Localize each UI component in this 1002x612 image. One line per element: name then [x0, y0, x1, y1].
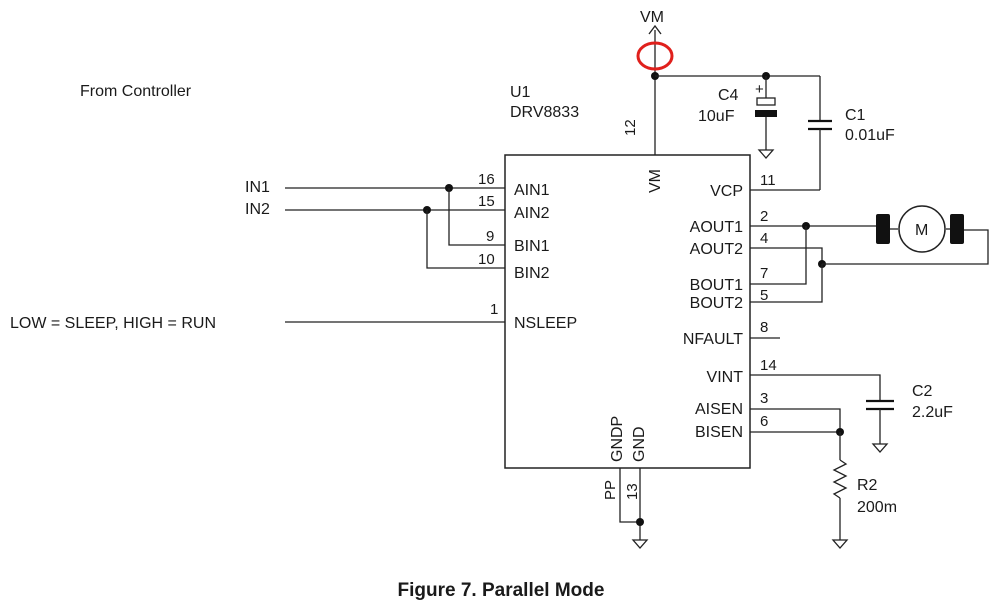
c2-ref: C2: [912, 383, 933, 400]
vint-wire: [750, 374, 881, 400]
r2-value: 200m: [857, 499, 897, 516]
pin-num-pp: PP: [602, 480, 619, 500]
ground-icon: [631, 539, 649, 549]
ground-icon: [871, 443, 889, 453]
pin-num-1: 1: [490, 301, 498, 318]
ground-icon: [831, 539, 849, 549]
c4-plate-negative: [755, 110, 777, 117]
r2-resistor: [832, 459, 848, 499]
pin-num-9: 9: [486, 228, 494, 245]
vm-supply-label: VM: [640, 9, 664, 26]
motor-brush-right: [950, 214, 964, 244]
pin-name-vm: VM: [647, 169, 664, 193]
c2-value: 2.2uF: [912, 404, 953, 421]
bin1-wire: [448, 188, 505, 246]
nsleep-label: LOW = SLEEP, HIGH = RUN: [10, 315, 216, 332]
highlight-circle: [636, 41, 674, 71]
pin-name-gndp: GNDP: [609, 416, 626, 462]
pin-num-14: 14: [760, 357, 777, 374]
pin-name-bin1: BIN1: [514, 238, 550, 255]
motor-label: M: [915, 222, 928, 239]
pin-num-2: 2: [760, 208, 768, 225]
bout2-wire: [750, 264, 823, 303]
bout1-wire: [750, 226, 807, 285]
junction-dot: [636, 518, 644, 526]
pin-num-16: 16: [478, 171, 495, 188]
ic-part: DRV8833: [510, 104, 579, 121]
pin-name-ain1: AIN1: [514, 182, 550, 199]
ic-ref: U1: [510, 84, 531, 101]
bin2-wire: [426, 210, 505, 269]
pin-name-vint: VINT: [707, 369, 744, 386]
pin-num-3: 3: [760, 390, 768, 407]
gndp-wire: [619, 468, 640, 523]
pin-name-bout1: BOUT1: [690, 277, 743, 294]
r2-ref: R2: [857, 477, 878, 494]
c4-ref: C4: [718, 87, 739, 104]
pin-name-nsleep: NSLEEP: [514, 315, 577, 332]
in2-label: IN2: [245, 201, 270, 218]
aout2-wire: [750, 247, 823, 264]
pin-name-aout1: AOUT1: [690, 219, 743, 236]
controller-label: From Controller: [80, 83, 192, 100]
vm-arrow-icon: [648, 24, 662, 35]
pin-name-aout2: AOUT2: [690, 241, 743, 258]
c4-plate-positive: [756, 97, 776, 106]
pin-num-4: 4: [760, 230, 768, 247]
pin-name-vcp: VCP: [710, 183, 743, 200]
pin-name-gnd: GND: [631, 426, 648, 462]
pin-name-bin2: BIN2: [514, 265, 550, 282]
motor-return-wire: [822, 229, 989, 265]
pin-name-aisen: AISEN: [695, 401, 743, 418]
c1-ref: C1: [845, 107, 866, 124]
pin-num-11: 11: [760, 172, 776, 189]
pin-num-6: 6: [760, 413, 768, 430]
aisen-wire: [750, 408, 841, 432]
pin-name-bisen: BISEN: [695, 424, 743, 441]
ic-body: [504, 154, 751, 469]
motor-icon: [898, 205, 946, 253]
pin-name-bout2: BOUT2: [690, 295, 743, 312]
c4-plus-sign: +: [755, 81, 764, 98]
pin-num-10: 10: [478, 251, 495, 268]
c4-value: 10uF: [698, 108, 735, 125]
pin-num-vm: 12: [622, 119, 639, 136]
pin-num-15: 15: [478, 193, 495, 210]
pin-num-8: 8: [760, 319, 768, 336]
c1-value: 0.01uF: [845, 127, 895, 144]
figure-caption: Figure 7. Parallel Mode: [398, 580, 605, 601]
pin-num-5: 5: [760, 287, 768, 304]
in1-label: IN1: [245, 179, 270, 196]
pin-num-7: 7: [760, 265, 768, 282]
motor-brush-left: [876, 214, 890, 244]
pin-name-nfault: NFAULT: [683, 331, 743, 348]
ground-icon: [757, 149, 775, 159]
pin-name-ain2: AIN2: [514, 205, 550, 222]
pin-num-13: 13: [624, 483, 641, 500]
